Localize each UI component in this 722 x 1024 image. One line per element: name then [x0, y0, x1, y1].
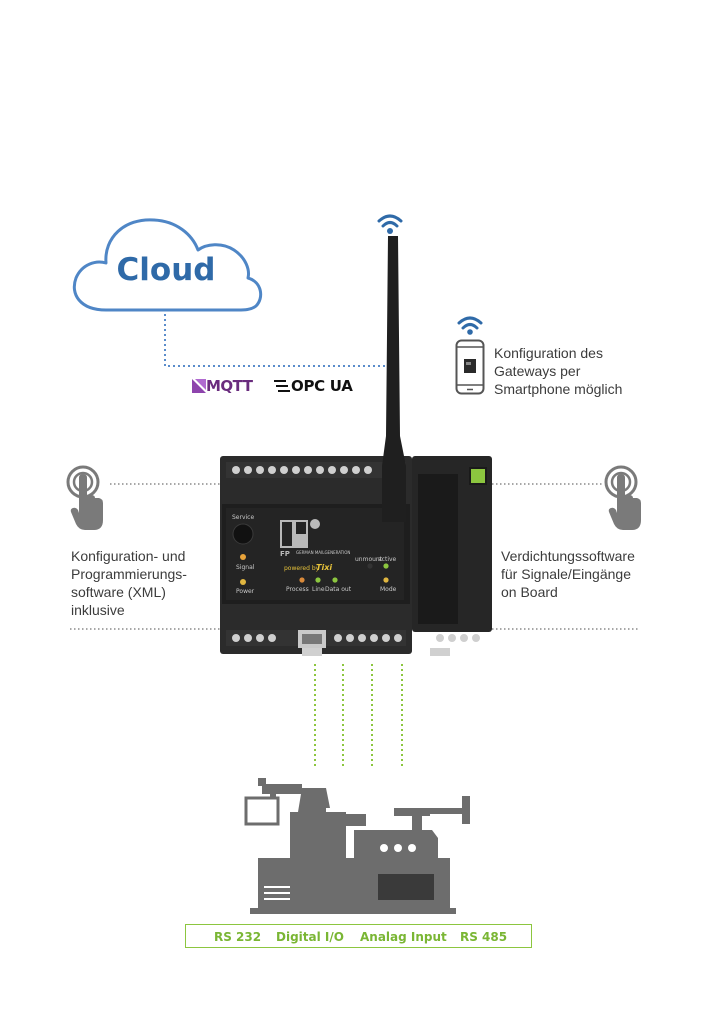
device-process-label: Process — [286, 586, 309, 593]
interface-digital-io: Digital I/O — [276, 930, 344, 944]
cloud-icon — [73, 218, 263, 312]
device-service-label: Service — [232, 514, 255, 521]
interface-analog-input: Analag Input — [360, 930, 447, 944]
touch-hand-icon — [66, 465, 103, 530]
industrial-machine-icon — [244, 778, 470, 914]
device-brand-label: FP — [280, 550, 290, 558]
interfaces-box: RS 232 Digital I/O Analag Input RS 485 — [185, 924, 532, 948]
opcua-logo: OPC UA — [274, 376, 358, 396]
mqtt-logo-mark — [192, 379, 206, 393]
smartphone-icon — [455, 339, 485, 395]
text-line: Programmierungs- — [71, 566, 187, 582]
interface-rs485: RS 485 — [460, 930, 508, 944]
device-mode-label: Mode — [380, 586, 397, 593]
device-signal-label: Signal — [236, 564, 255, 571]
text-line: inklusive — [71, 602, 125, 618]
device-brand-sub-label: GERMAN MAILGENERATION — [296, 550, 351, 555]
text-line: Verdichtungssoftware — [501, 548, 635, 564]
left-feature-text: Konfiguration- und Programmierungs- soft… — [71, 547, 231, 619]
dotted-line-left-top — [110, 483, 220, 485]
touch-hand-icon — [604, 465, 641, 530]
wifi-icon — [377, 214, 403, 234]
machine-connection-lines — [314, 664, 403, 768]
text-line: Konfiguration des — [494, 345, 603, 361]
interface-rs232: RS 232 — [214, 930, 262, 944]
gateway-device: Service Signal Power FP GERMAN MAILGENER… — [218, 236, 494, 656]
device-active-label: active — [378, 556, 397, 563]
text-line: Gateways per — [494, 363, 581, 379]
text-line: Konfiguration- und — [71, 548, 186, 564]
dotted-line-left-bottom — [70, 628, 220, 630]
mqtt-logo: MQTT — [192, 376, 262, 396]
text-line: für Signale/Eingänge — [501, 566, 631, 582]
cloud-label: Cloud — [116, 252, 216, 288]
device-powered-by-label: powered by — [284, 565, 320, 572]
dotted-line-right-bottom — [492, 628, 638, 630]
device-line-label: Line — [312, 586, 325, 593]
device-data-out-label: Data out — [325, 586, 352, 593]
dotted-line-right-top — [492, 483, 602, 485]
antenna — [382, 236, 406, 522]
mqtt-logo-text: MQTT — [206, 377, 253, 395]
text-line: Smartphone möglich — [494, 381, 623, 397]
opcua-logo-mark — [274, 380, 290, 392]
opcua-logo-text: OPC UA — [291, 377, 353, 395]
wifi-icon — [457, 316, 483, 335]
text-line: software (XML) — [71, 584, 166, 600]
cloud-connection-line — [164, 314, 392, 367]
gateway-body — [220, 456, 492, 656]
right-feature-text: Verdichtungssoftware für Signale/Eingäng… — [501, 547, 661, 601]
device-power-label: Power — [236, 588, 255, 595]
device-tixi-label: Tixi — [316, 563, 333, 572]
text-line: on Board — [501, 584, 558, 600]
smartphone-config-text: Konfiguration des Gateways per Smartphon… — [494, 344, 694, 398]
device-unmount-label: unmount — [355, 556, 383, 563]
